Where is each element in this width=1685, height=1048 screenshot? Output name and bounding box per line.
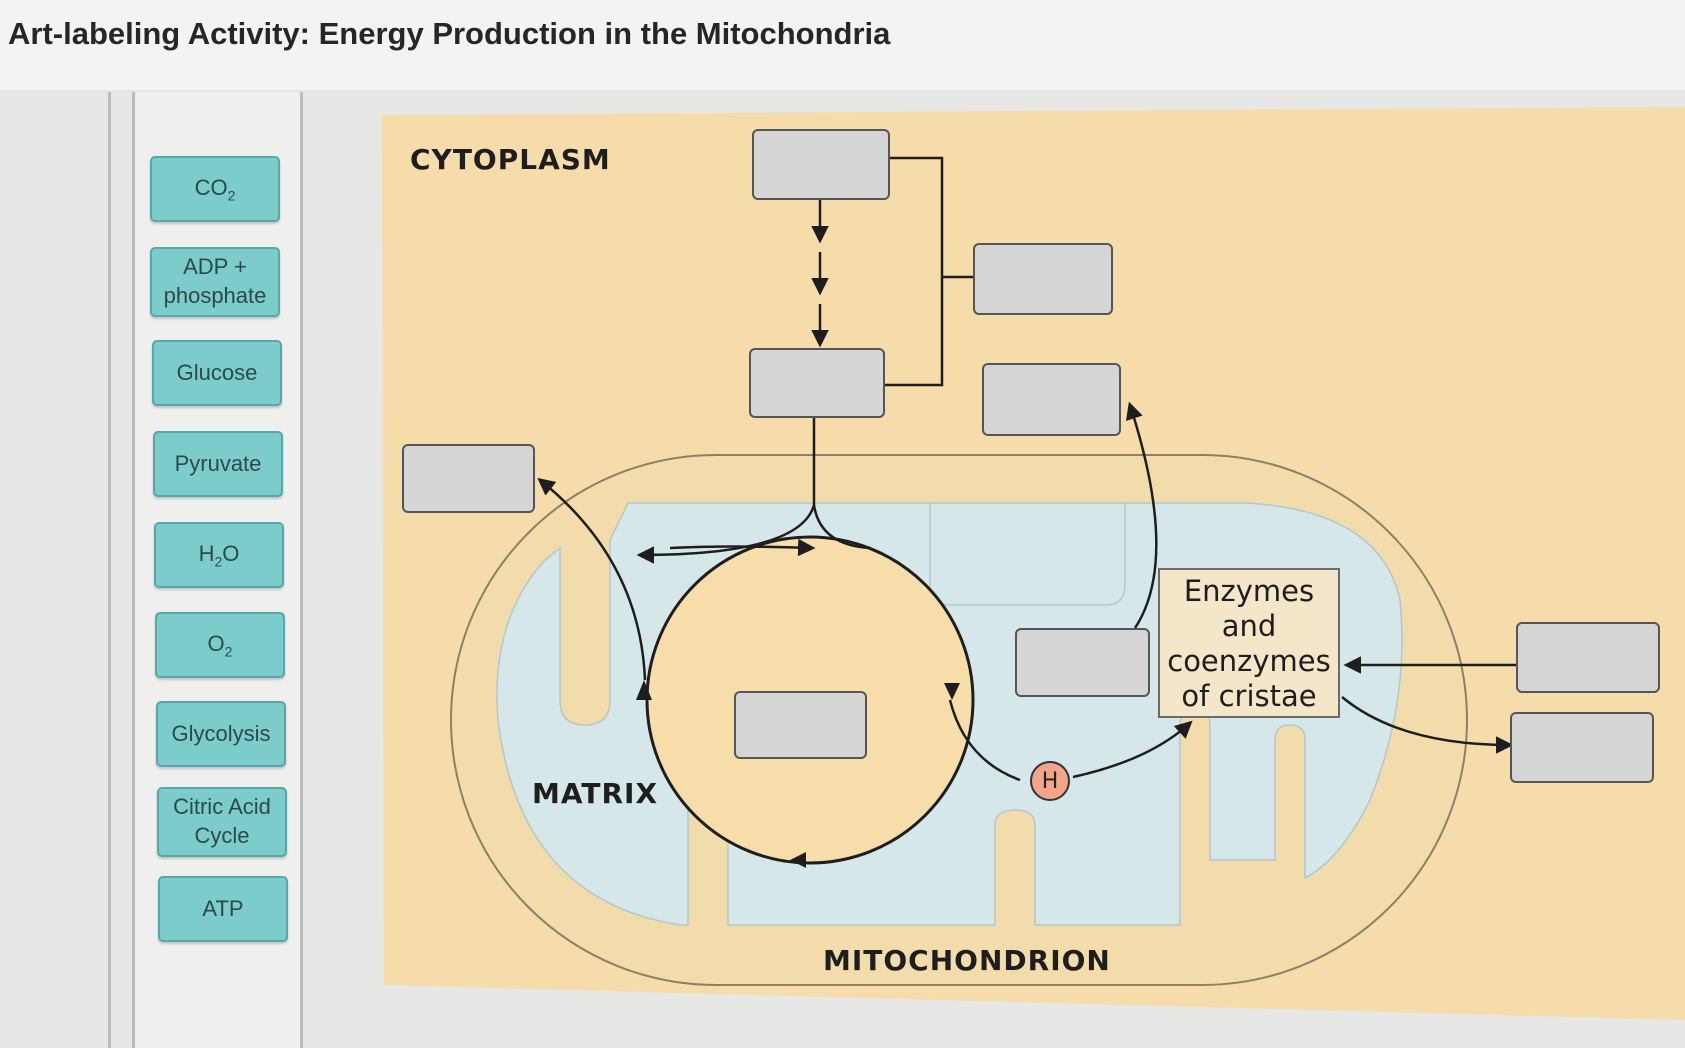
chip-text: CO [194,174,228,200]
label-chip-pyruvate[interactable]: Pyruvate [153,431,283,497]
chip-subscript: 2 [214,553,223,570]
panel-divider [300,92,303,1048]
page-title: Art-labeling Activity: Energy Production… [8,16,891,51]
drop-target-atp-cristae[interactable] [1015,628,1150,697]
chip-text: ATP [202,895,244,921]
hydrogen-badge: H [1030,761,1070,801]
header-band [0,0,1685,90]
label-chip-h2o[interactable]: H2O [154,522,284,588]
chip-subscript: 2 [224,643,233,660]
chip-text: O [207,630,225,656]
chip-text-tail: O [222,540,240,566]
flow-arrows [537,156,1520,782]
chip-text: Glycolysis [171,720,271,746]
label-chip-co2[interactable]: CO2 [150,156,280,222]
chip-text: ADP + phosphate [163,254,267,308]
drop-target-atp-top[interactable] [982,363,1121,436]
enzymes-coenzymes-box: Enzymes and coenzymes of cristae [1158,568,1340,718]
drop-target-citric-acid-cycle[interactable] [734,691,867,759]
drop-target-glucose[interactable] [752,129,890,200]
label-chip-atp[interactable]: ATP [158,876,288,942]
chip-subscript: 2 [227,187,236,204]
label-chip-citric-acid-cycle[interactable]: Citric Acid Cycle [157,787,287,857]
matrix-label: MATRIX [532,777,659,810]
label-chip-glucose[interactable]: Glucose [152,340,282,406]
drop-target-h2o[interactable] [1510,712,1654,783]
label-chip-adp-phosphate[interactable]: ADP + phosphate [150,247,280,317]
cycle-arrowheads [636,680,960,868]
label-chip-glycolysis[interactable]: Glycolysis [156,701,286,767]
drop-target-o2[interactable] [1516,622,1660,693]
cytoplasm-label: CYTOPLASM [410,143,611,176]
chip-text: Glucose [176,359,258,385]
panel-divider [108,92,111,1048]
drop-target-glycolysis[interactable] [973,243,1113,315]
chip-text: Citric Acid Cycle [173,794,271,848]
chip-text: Pyruvate [174,450,262,476]
chip-text: H [198,540,215,566]
drop-target-co2[interactable] [402,444,535,513]
drop-target-pyruvate[interactable] [749,348,885,418]
panel-divider [132,92,135,1048]
label-chip-o2[interactable]: O2 [155,612,285,678]
mitochondrion-label: MITOCHONDRION [823,944,1111,977]
